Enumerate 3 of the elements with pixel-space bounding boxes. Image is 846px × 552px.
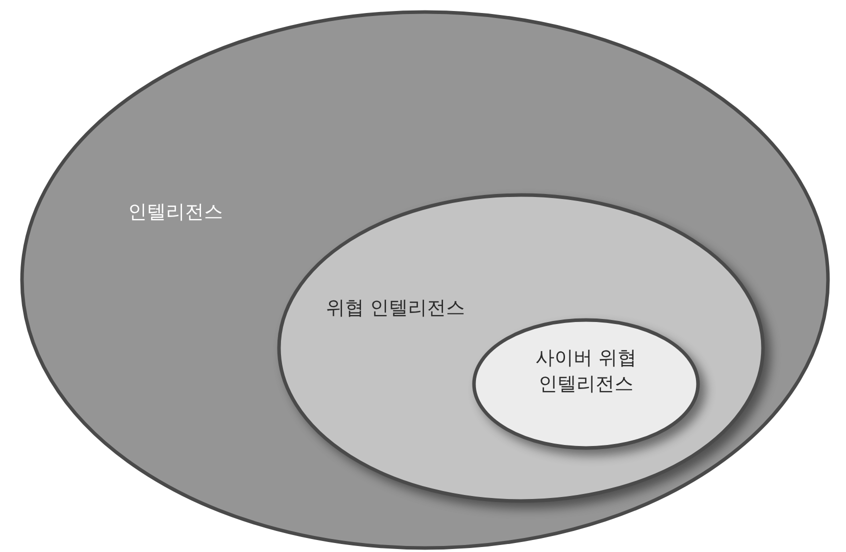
region-label: 위협 인텔리전스 [326, 296, 466, 321]
region-label: 사이버 위협 인텔리전스 [534, 346, 638, 397]
region-label: 인텔리전스 [128, 200, 224, 225]
